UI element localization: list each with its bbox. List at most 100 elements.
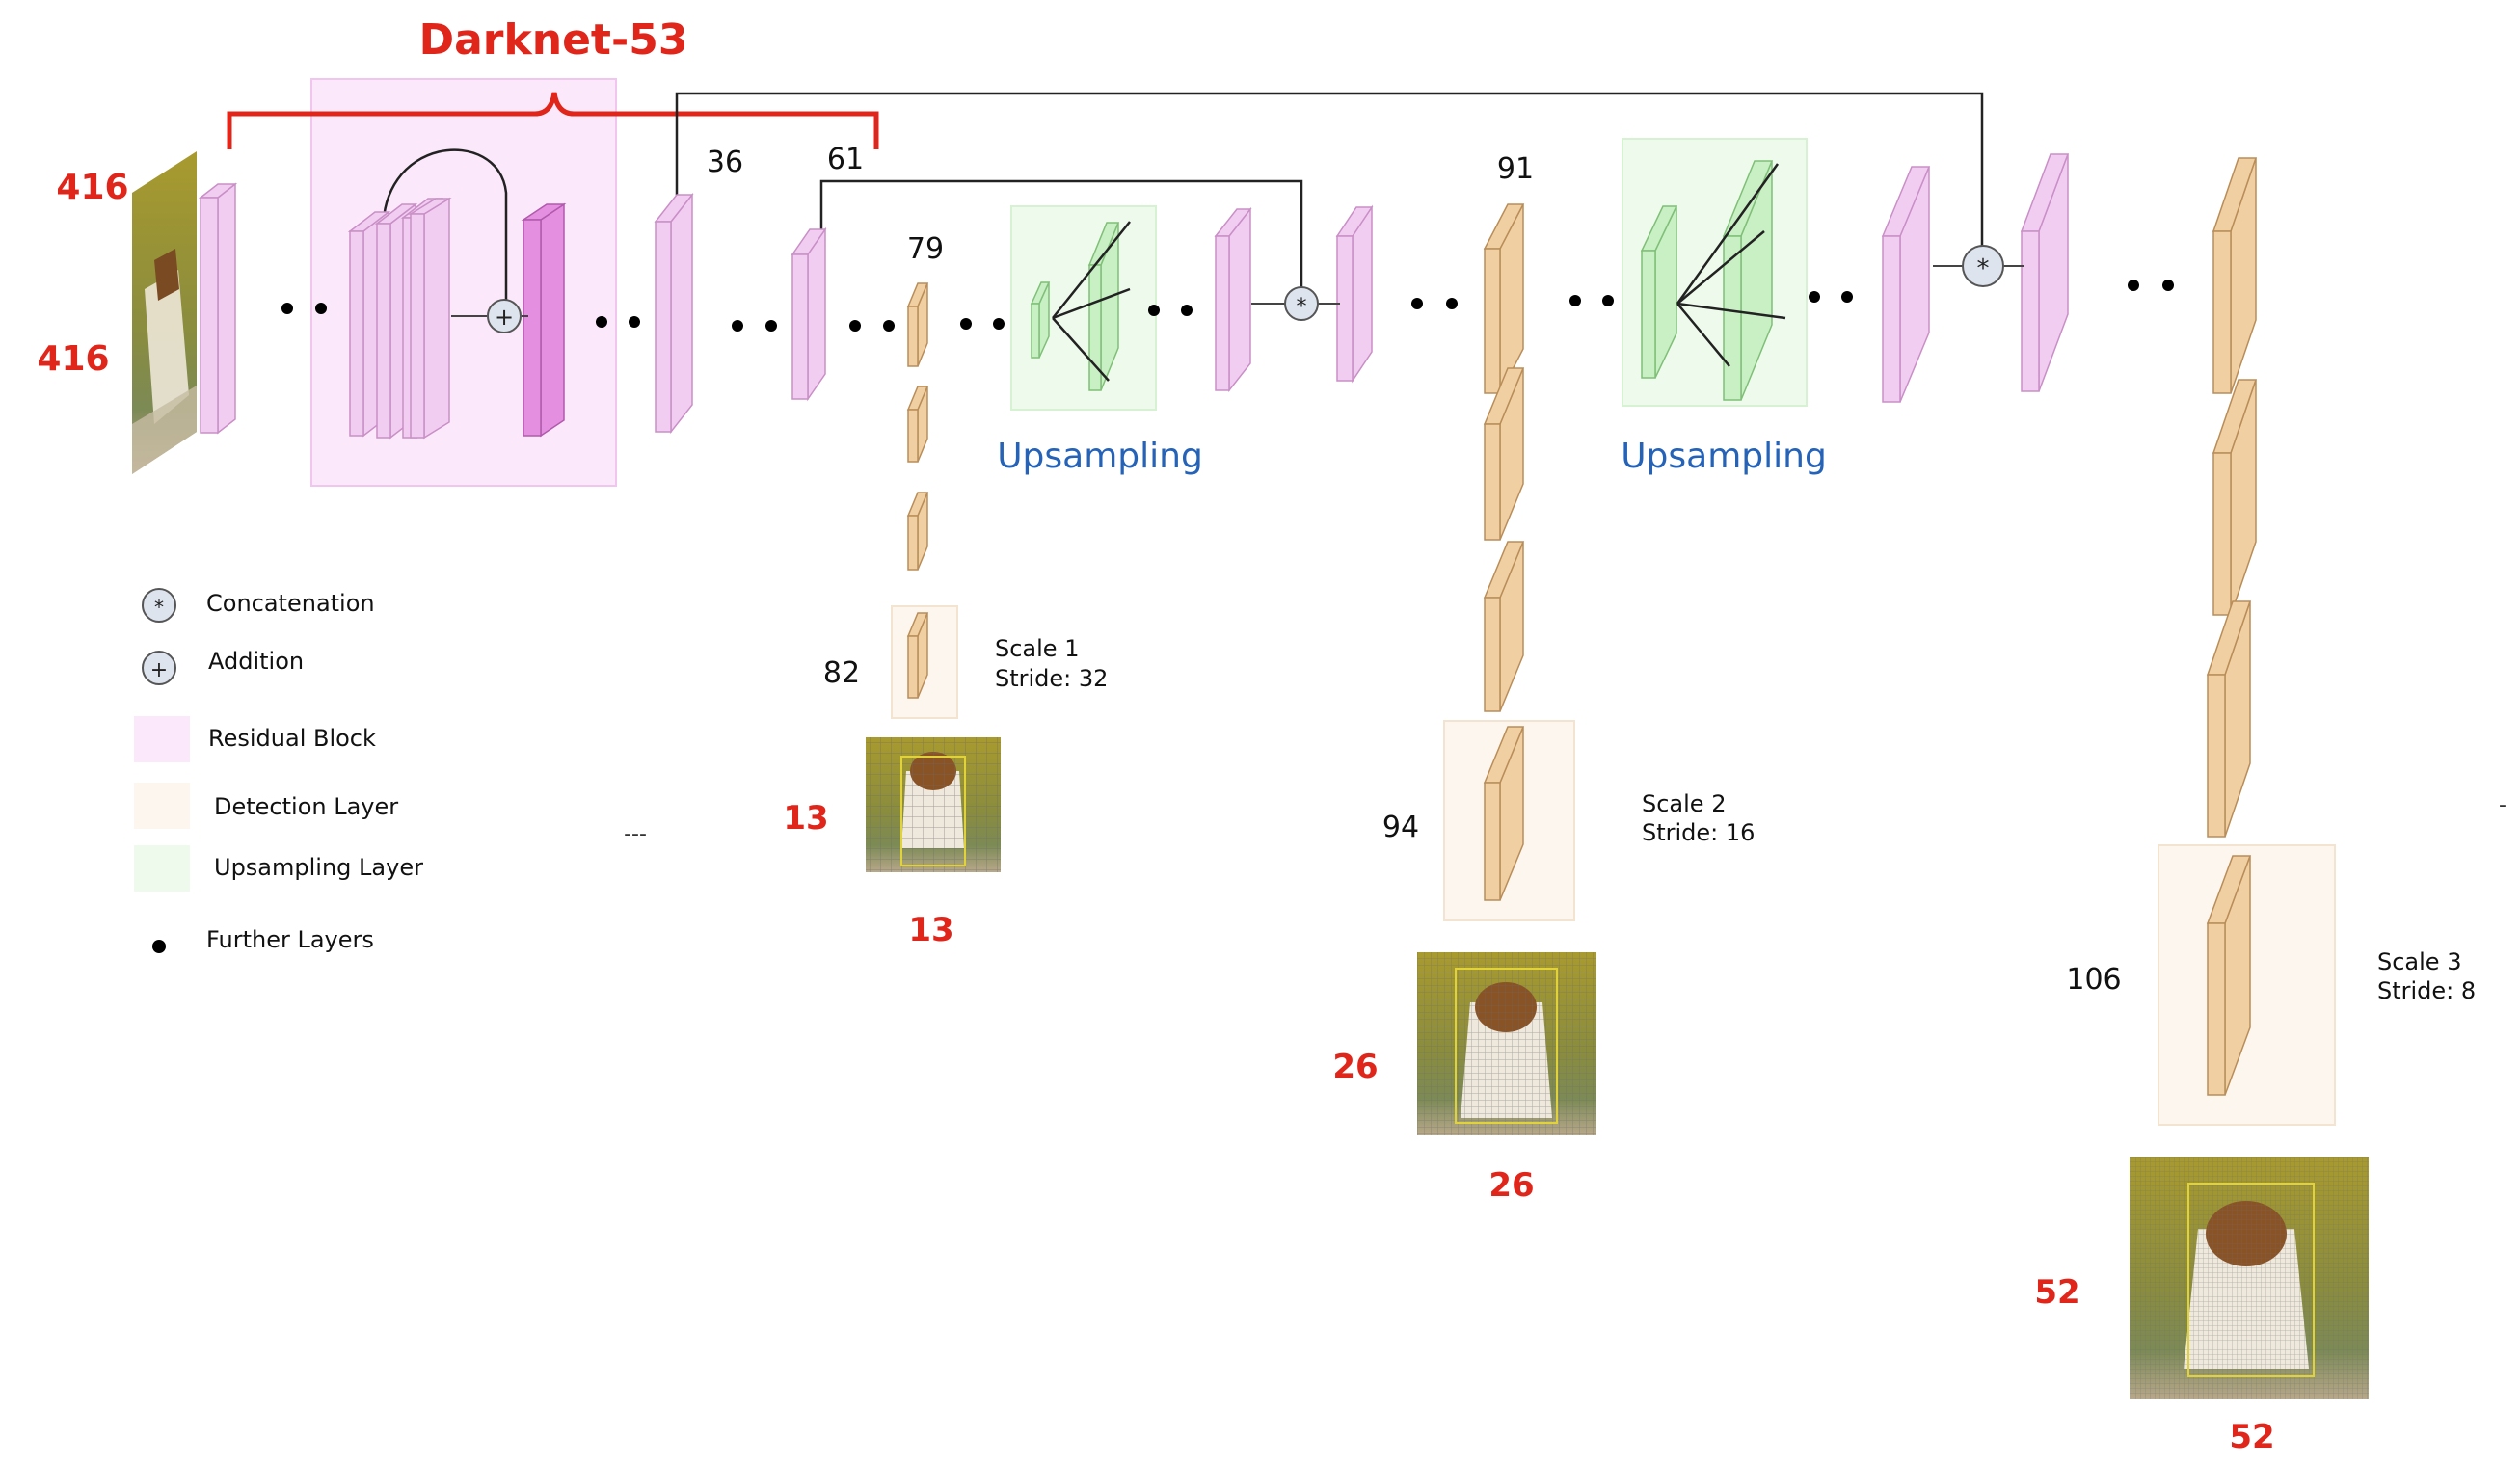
further-layer-dot — [1411, 298, 1423, 309]
legend-concatenation-label: Concatenation — [206, 590, 375, 617]
further-layer-dot — [732, 320, 743, 332]
legend-upsampling-swatch — [134, 845, 190, 892]
edge-dash-mark: - — [2499, 793, 2507, 817]
legend: * Concatenation + Addition Residual Bloc… — [134, 588, 423, 953]
further-layer-dot — [281, 303, 293, 314]
legend-detection-swatch — [134, 783, 190, 829]
scale-2-label: Scale 2 — [1642, 790, 1726, 817]
further-layer-dot — [2128, 280, 2139, 291]
further-layer-dot — [960, 318, 972, 330]
further-layer-dot — [315, 303, 327, 314]
output-grid-image-52 — [2130, 1157, 2369, 1399]
upsampling-fan-1 — [1052, 221, 1131, 382]
layer-94 — [1483, 726, 1525, 901]
layer-concat1-out — [1335, 204, 1374, 384]
layer-number-94: 94 — [1382, 811, 1419, 844]
legend-detection-label: Detection Layer — [214, 793, 398, 820]
legend-addition-label: Addition — [208, 648, 304, 675]
layer-79c — [906, 492, 929, 571]
upsampling-fan-2 — [1676, 163, 1786, 367]
input-image — [132, 151, 197, 474]
further-layer-dot — [765, 320, 777, 332]
legend-upsampling-label: Upsampling Layer — [214, 854, 423, 881]
grid-size-26-bottom: 26 — [1488, 1166, 1534, 1205]
legend-residual-swatch — [134, 716, 190, 762]
layer-106 — [2206, 855, 2252, 1096]
concatenation-node-1: * — [1284, 286, 1319, 321]
layer-number-91: 91 — [1497, 152, 1534, 186]
layer-82 — [906, 612, 929, 699]
layer-up2-large — [1722, 160, 1774, 401]
upsampling-label-1: Upsampling — [997, 437, 1203, 476]
layer-res-4 — [408, 197, 452, 440]
grid-size-13-bottom: 13 — [908, 911, 953, 949]
addition-node: + — [487, 299, 522, 333]
svg-text:+: + — [495, 304, 514, 331]
layer-up1-large — [1087, 222, 1120, 391]
layer-after-up1 — [1214, 206, 1252, 393]
input-height-label: 416 — [56, 168, 128, 207]
residual-shortcut-arc — [382, 148, 508, 316]
layer-up1-small — [1030, 281, 1051, 359]
dash-mark: --- — [624, 822, 647, 846]
layer-79b — [906, 386, 929, 463]
further-layer-dot — [2162, 280, 2174, 291]
layer-number-82: 82 — [823, 656, 860, 690]
output-grid-image-13 — [866, 737, 1001, 872]
layer-79a — [906, 282, 929, 367]
layer-res-output — [521, 202, 567, 438]
stride-2-label: Stride: 16 — [1642, 819, 1755, 846]
legend-addition-icon: + — [142, 651, 176, 685]
upsampling-label-2: Upsampling — [1621, 437, 1827, 476]
layer-det3-a — [2212, 157, 2258, 394]
layer-up2-small — [1640, 205, 1678, 379]
layer-36 — [654, 192, 694, 435]
darknet-bracket — [227, 92, 879, 149]
further-layer-dot — [1446, 298, 1458, 309]
skip-connection-36 — [675, 92, 1984, 265]
further-layer-dot — [629, 316, 640, 328]
svg-text:+: + — [150, 658, 168, 682]
layer-after-up2 — [1881, 166, 1931, 403]
grid-size-52-bottom: 52 — [2229, 1418, 2274, 1456]
legend-further-label: Further Layers — [206, 926, 374, 953]
layer-number-61: 61 — [827, 143, 864, 176]
legend-concatenation-icon: * — [142, 588, 176, 623]
layer-number-106: 106 — [2066, 963, 2121, 997]
svg-text:*: * — [1297, 295, 1307, 319]
layer-91b — [1483, 367, 1525, 541]
further-layer-dot — [1809, 291, 1820, 303]
further-layer-dot — [1181, 305, 1193, 316]
scale-1-label: Scale 1 — [995, 635, 1079, 662]
layer-number-36: 36 — [707, 146, 743, 179]
further-layer-dot — [1148, 305, 1160, 316]
stride-1-label: Stride: 32 — [995, 665, 1108, 692]
scale-3-label: Scale 3 — [2377, 948, 2461, 975]
output-grid-image-26 — [1417, 952, 1596, 1135]
diagram-title: Darknet-53 — [419, 15, 688, 65]
legend-residual-label: Residual Block — [208, 725, 376, 752]
legend-further-dot — [152, 940, 166, 953]
grid-size-13-left: 13 — [783, 799, 828, 838]
grid-size-52-left: 52 — [2034, 1273, 2079, 1312]
skip-connection-61 — [819, 179, 1303, 294]
input-width-label: 416 — [37, 339, 109, 379]
layer-91c — [1483, 541, 1525, 712]
further-layer-dot — [1569, 295, 1581, 306]
layer-91 — [1483, 203, 1525, 394]
concatenation-node-2: * — [1962, 245, 2004, 287]
layer-input-conv — [198, 182, 238, 435]
further-layer-dot — [849, 320, 861, 332]
further-layer-dot — [596, 316, 607, 328]
layer-det3-b — [2212, 379, 2258, 616]
further-layer-dot — [1841, 291, 1853, 303]
svg-text:*: * — [1977, 254, 1990, 283]
further-layer-dot — [1602, 295, 1614, 306]
layer-number-79: 79 — [907, 232, 944, 266]
svg-text:*: * — [154, 596, 164, 619]
further-layer-dot — [883, 320, 895, 332]
stride-3-label: Stride: 8 — [2377, 977, 2476, 1004]
layer-61 — [791, 226, 827, 402]
